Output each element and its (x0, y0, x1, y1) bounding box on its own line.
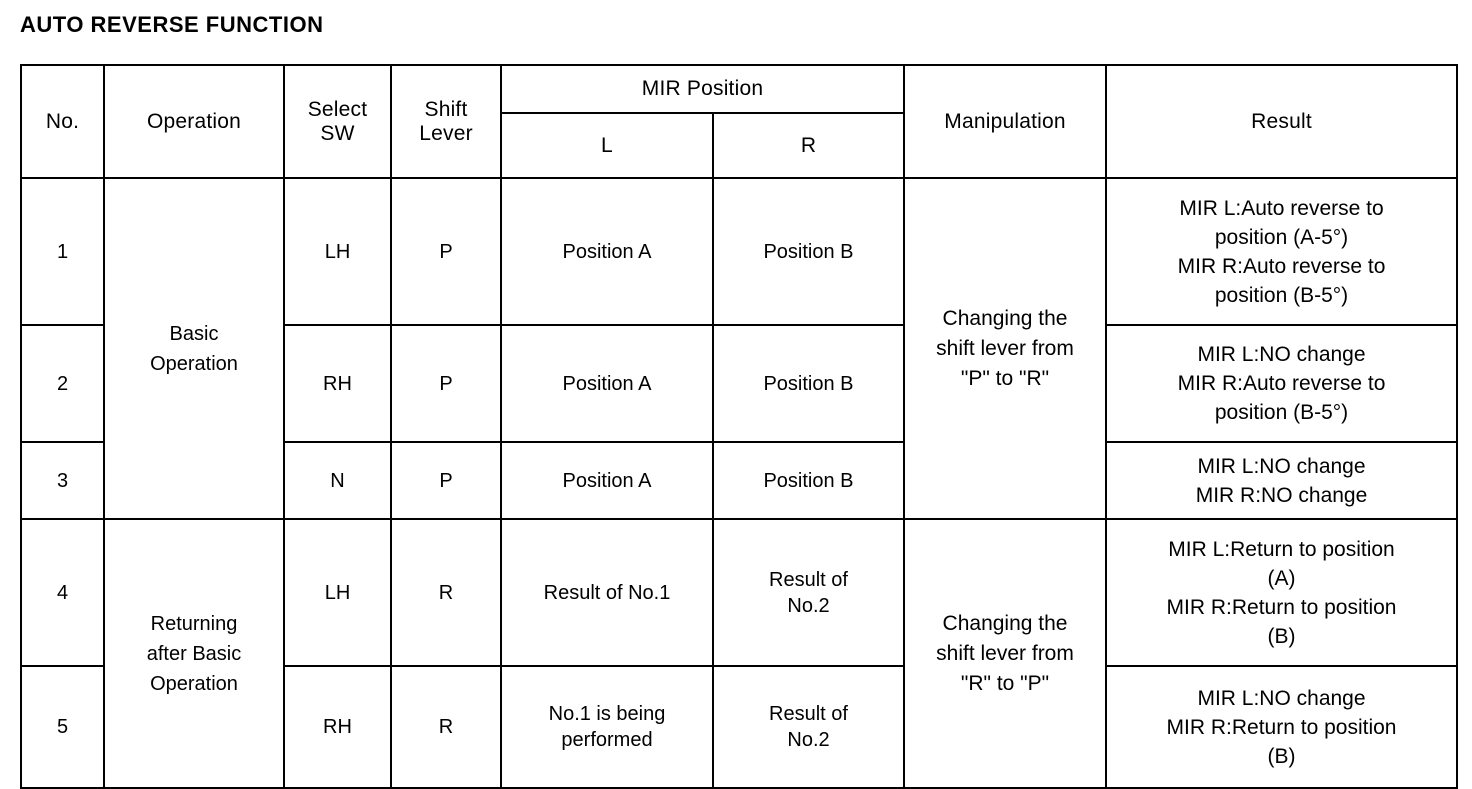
header-mir-l: L (500, 112, 714, 179)
cell-no-2: 2 (20, 324, 105, 443)
cell-mir-r-2: Position B (711, 324, 906, 443)
cell-mir-r-1: Position B (711, 177, 906, 326)
page-title: AUTO REVERSE FUNCTION (20, 12, 324, 37)
header-select-sw-line2: SW (320, 121, 355, 145)
cell-result-4: MIR L:Return to position (A) MIR R:Retur… (1105, 518, 1459, 667)
operation-returning-line2: after Basic (146, 642, 242, 665)
cell-shift-lever-2: P (390, 324, 502, 443)
cell-select-sw-1: LH (283, 177, 392, 326)
cell-operation-returning: Returning after Basic Operation (103, 518, 285, 789)
manipulation-1-line2: shift lever from (936, 336, 1074, 360)
cell-shift-lever-3: P (390, 441, 502, 520)
cell-shift-lever-5: R (390, 665, 502, 789)
header-mir-r: R (711, 112, 906, 179)
cell-result-3: MIR L:NO change MIR R:NO change (1105, 441, 1459, 520)
cell-select-sw-3: N (283, 441, 392, 520)
auto-reverse-function-table-wrap: No. Operation Select SW Shift Lever MIR … (20, 64, 1459, 789)
manipulation-2-line3: "R" to "P" (960, 671, 1050, 695)
manipulation-1-line3: "P" to "R" (960, 366, 1050, 390)
table-row: 3 N P Position A Position B MIR L:NO cha… (20, 441, 1459, 520)
table-row: 1 Basic Operation LH P Position A Positi… (20, 177, 1459, 520)
header-result: Result (1105, 64, 1459, 179)
operation-returning-line3: Operation (150, 672, 238, 695)
cell-operation-basic: Basic Operation (103, 177, 285, 520)
result-3-line1: MIR L:NO change (1197, 454, 1366, 478)
table-row: 2 RH P Position A Position B MIR L:NO ch… (20, 324, 1459, 443)
cell-mir-l-1: Position A (500, 177, 714, 326)
result-1-line4: position (B-5°) (1214, 283, 1349, 307)
operation-basic-line1: Basic (169, 322, 219, 345)
result-1-line2: position (A-5°) (1214, 225, 1349, 249)
result-5-line1: MIR L:NO change (1197, 686, 1366, 710)
cell-shift-lever-1: P (390, 177, 502, 326)
table-header-row-top: No. Operation Select SW Shift Lever MIR … (20, 64, 1459, 179)
header-mir-position: MIR Position (499, 64, 906, 114)
cell-manipulation-p-to-r: Changing the shift lever from "P" to "R" (903, 177, 1108, 520)
result-1-line1: MIR L:Auto reverse to (1179, 196, 1384, 220)
cell-mir-l-4: Result of No.1 (500, 518, 714, 667)
cell-mir-l-3: Position A (500, 441, 714, 520)
manipulation-2-line2: shift lever from (936, 641, 1074, 665)
table-row: 4 Returning after Basic Operation LH R R… (20, 518, 1459, 789)
cell-mir-r-5: Result of No.2 (711, 665, 906, 789)
result-4-line3: MIR R:Return to position (1166, 595, 1397, 619)
cell-mir-r-4: Result of No.2 (711, 518, 906, 667)
cell-result-5: MIR L:NO change MIR R:Return to position… (1105, 665, 1459, 789)
operation-returning-line1: Returning (150, 612, 238, 635)
manipulation-1-line1: Changing the (942, 306, 1068, 330)
header-shift-lever-line1: Shift (424, 97, 468, 121)
cell-select-sw-5: RH (283, 665, 392, 789)
result-3-line2: MIR R:NO change (1195, 483, 1368, 507)
cell-select-sw-2: RH (283, 324, 392, 443)
header-no: No. (20, 64, 105, 179)
operation-basic-line2: Operation (150, 352, 238, 375)
mir-r-4-line1: Result of (769, 568, 848, 591)
mir-r-4-line2: No.2 (787, 594, 830, 617)
mir-r-5-line2: No.2 (787, 729, 830, 751)
header-manipulation: Manipulation (903, 64, 1108, 179)
mir-l-5-line1: No.1 is being (548, 703, 666, 725)
cell-no-4: 4 (20, 518, 105, 667)
result-2-line3: position (B-5°) (1214, 401, 1349, 424)
cell-shift-lever-4: R (390, 518, 502, 667)
cell-mir-r-3: Position B (711, 441, 906, 520)
cell-no-3: 3 (20, 441, 105, 520)
header-operation: Operation (103, 64, 285, 179)
cell-no-1: 1 (20, 177, 105, 326)
cell-mir-l-2: Position A (500, 324, 714, 443)
auto-reverse-function-table: No. Operation Select SW Shift Lever MIR … (20, 64, 1459, 789)
result-4-line1: MIR L:Return to position (1168, 537, 1395, 561)
manipulation-2-line1: Changing the (942, 611, 1068, 635)
cell-mir-l-5: No.1 is being performed (500, 665, 714, 789)
header-shift-lever-line2: Lever (419, 121, 473, 145)
cell-result-1: MIR L:Auto reverse to position (A-5°) MI… (1105, 177, 1459, 326)
result-1-line3: MIR R:Auto reverse to (1177, 254, 1386, 278)
result-2-line2: MIR R:Auto reverse to (1177, 372, 1386, 395)
cell-no-5: 5 (20, 665, 105, 789)
header-select-sw: Select SW (283, 64, 392, 179)
result-4-line4: (B) (1267, 624, 1296, 648)
result-4-line2: (A) (1267, 566, 1296, 590)
header-select-sw-line1: Select (307, 97, 368, 121)
mir-r-5-line1: Result of (769, 703, 848, 725)
cell-result-2: MIR L:NO change MIR R:Auto reverse to po… (1105, 324, 1459, 443)
cell-manipulation-r-to-p: Changing the shift lever from "R" to "P" (903, 518, 1108, 789)
mir-l-5-line2: performed (561, 729, 653, 751)
header-shift-lever: Shift Lever (390, 64, 502, 179)
table-header-row-sub: L R (21, 112, 1457, 179)
result-5-line3: (B) (1267, 744, 1296, 768)
cell-select-sw-4: LH (283, 518, 392, 667)
result-2-line1: MIR L:NO change (1197, 343, 1366, 366)
result-5-line2: MIR R:Return to position (1166, 715, 1397, 739)
